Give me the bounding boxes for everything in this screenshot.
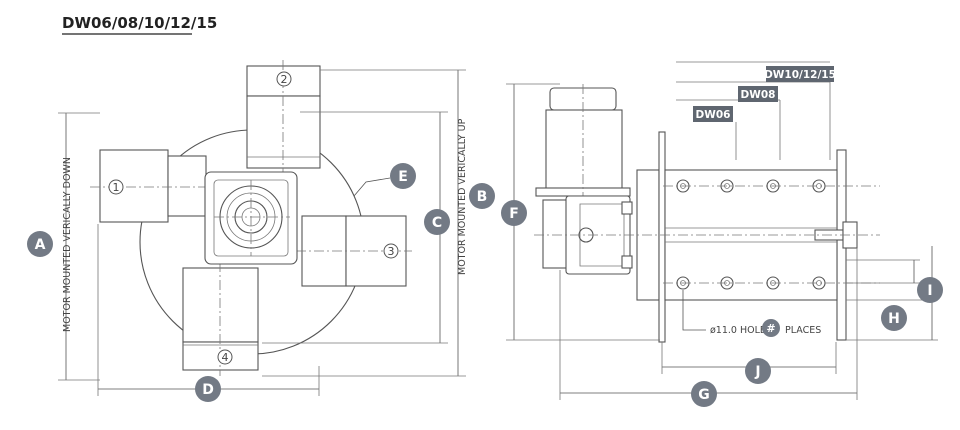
badge-a: A <box>27 231 53 257</box>
model-tag-dw10-12-15: DW10/12/15 <box>764 66 836 82</box>
svg-text:3: 3 <box>388 245 395 258</box>
model-tag-dw08: DW08 <box>738 86 778 102</box>
hole-note-prefix: ø11.0 HOLE <box>710 325 766 336</box>
svg-text:A: A <box>35 237 46 253</box>
badge-j: J <box>745 358 771 384</box>
motor-4-body <box>182 267 259 343</box>
model-tag-dw06: DW06 <box>693 106 733 122</box>
position-marker-4: 4 <box>217 349 233 365</box>
svg-text:C: C <box>432 215 442 231</box>
svg-text:DW08: DW08 <box>741 89 776 101</box>
motor-2-body <box>246 95 321 169</box>
badge-d: D <box>195 376 221 402</box>
side-plate-left <box>658 131 666 343</box>
hole-note-suffix: PLACES <box>785 325 821 336</box>
side-motor-body <box>545 109 623 193</box>
svg-text:H: H <box>888 311 900 327</box>
svg-text:DW10/12/15: DW10/12/15 <box>764 69 836 81</box>
front-view: 2 1 3 4 MOTOR MOUNTED VERICALLY DOWN <box>58 60 468 396</box>
badge-b: B <box>469 183 495 209</box>
badge-e: E <box>390 163 416 189</box>
badge-c: C <box>424 209 450 235</box>
svg-text:1: 1 <box>113 181 120 194</box>
badge-g: G <box>691 381 717 407</box>
svg-text:DW06: DW06 <box>696 109 731 121</box>
svg-text:D: D <box>202 382 214 398</box>
position-marker-1: 1 <box>108 179 124 195</box>
position-marker-2: 2 <box>276 71 292 87</box>
label-motor-down: MOTOR MOUNTED VERICALLY DOWN <box>62 157 73 332</box>
svg-text:#: # <box>766 322 775 335</box>
svg-text:B: B <box>477 189 488 205</box>
svg-text:G: G <box>698 387 710 403</box>
svg-text:2: 2 <box>281 73 288 86</box>
badge-h: H <box>881 305 907 331</box>
svg-text:E: E <box>398 169 408 185</box>
position-marker-3: 3 <box>383 243 399 259</box>
badge-f: F <box>501 200 527 226</box>
badge-i: I <box>917 277 943 303</box>
label-motor-up: MOTOR MOUNTED VERICALLY UP <box>457 118 468 275</box>
motor-1-flange <box>167 155 207 217</box>
svg-text:I: I <box>927 283 932 299</box>
hole-count-badge: # <box>762 319 780 337</box>
svg-text:F: F <box>509 206 519 222</box>
page-title: DW06/08/10/12/15 <box>62 14 217 32</box>
svg-text:4: 4 <box>222 351 229 364</box>
svg-text:J: J <box>754 364 760 380</box>
side-view: DW10/12/15 DW08 DW06 ø11.0 HOLE # PLACES <box>506 61 938 400</box>
